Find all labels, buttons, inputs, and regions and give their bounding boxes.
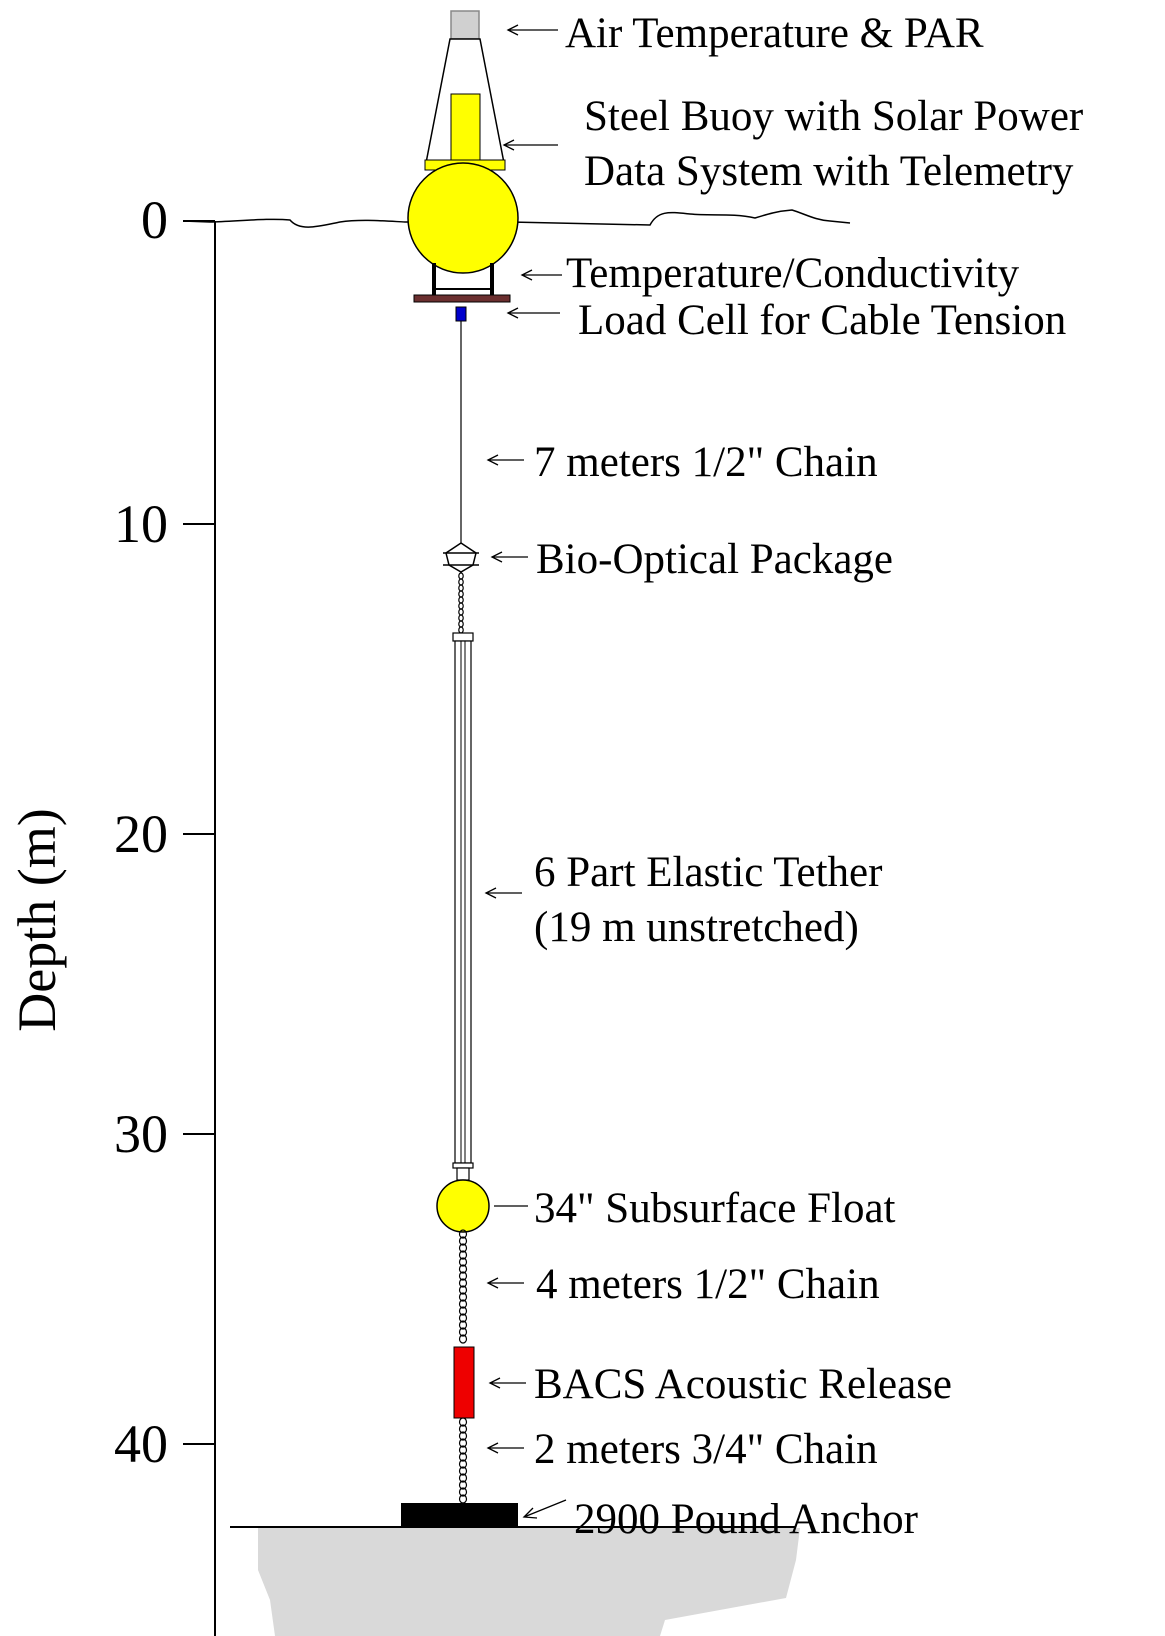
label-tether-line1: 6 Part Elastic Tether <box>534 849 882 896</box>
chain-link <box>458 590 464 598</box>
arrow-release <box>488 1377 526 1389</box>
bridle-platform <box>413 294 511 303</box>
tick-label-0: 0 <box>141 190 168 250</box>
tick-label-20: 20 <box>114 804 168 864</box>
arrow-chain-2m <box>486 1442 524 1454</box>
arrow-air-temp <box>506 24 558 36</box>
chain-link <box>458 614 464 622</box>
arrow-chain-7m <box>486 454 524 466</box>
chain-link <box>458 1306 468 1316</box>
arrow-chain-4m <box>486 1277 524 1289</box>
label-buoy-line1: Steel Buoy with Solar Power <box>584 93 1083 140</box>
seafloor <box>258 1528 800 1636</box>
chain-link <box>458 1236 468 1246</box>
chain-link <box>458 1327 468 1337</box>
chain-4m-links <box>458 1229 468 1344</box>
chain-link <box>458 1299 468 1309</box>
label-bio-optical: Bio-Optical Package <box>536 536 893 583</box>
acoustic-release <box>453 1346 475 1419</box>
arrow-load-cell <box>506 307 560 319</box>
anchor-block <box>401 1503 518 1527</box>
chain-link <box>458 1473 468 1483</box>
chain-link <box>458 1271 468 1281</box>
leader-arrows <box>484 24 567 1519</box>
chain-link <box>458 1424 468 1434</box>
elastic-tether <box>452 632 474 1181</box>
air-temp-sensor <box>450 10 480 40</box>
arrow-temp-cond <box>520 269 562 281</box>
tick-label-30: 30 <box>114 1104 168 1164</box>
label-chain-4m: 4 meters 1/2" Chain <box>536 1261 880 1308</box>
label-chain-7m: 7 meters 1/2" Chain <box>534 439 878 486</box>
bio-optical-package <box>443 542 479 573</box>
chain-link <box>458 1285 468 1295</box>
chain-link <box>458 1264 468 1274</box>
sea-surface-line <box>182 209 851 228</box>
chain-2m-links <box>458 1417 468 1504</box>
load-cell <box>455 306 467 322</box>
chain-link <box>458 1229 468 1239</box>
chain-link <box>458 620 464 628</box>
chain-link <box>458 1278 468 1288</box>
chain-link <box>458 1459 468 1469</box>
chain-link <box>458 1438 468 1448</box>
chain-link <box>458 1431 468 1441</box>
chain-link <box>458 1320 468 1330</box>
chain-link <box>458 1257 468 1267</box>
chain-link <box>458 1480 468 1490</box>
depth-ticks: 0 10 20 30 40 <box>114 190 215 1474</box>
chain-link <box>458 1417 468 1427</box>
chain-link <box>458 584 464 592</box>
subsurface-float <box>436 1179 490 1233</box>
arrow-buoy <box>502 139 558 151</box>
chain-upper-links <box>458 572 464 634</box>
tick-label-10: 10 <box>114 494 168 554</box>
chain-link <box>458 602 464 610</box>
label-release: BACS Acoustic Release <box>534 1361 952 1408</box>
tick-label-40: 40 <box>114 1414 168 1474</box>
arrow-tether <box>484 887 522 899</box>
chain-link <box>458 626 464 634</box>
steel-buoy <box>407 162 519 274</box>
label-tether-line2: (19 m unstretched) <box>534 904 859 951</box>
chain-link <box>458 1243 468 1253</box>
chain-link <box>458 1313 468 1323</box>
chain-link <box>458 1452 468 1462</box>
chain-link <box>458 1445 468 1455</box>
label-chain-2m: 2 meters 3/4" Chain <box>534 1426 878 1473</box>
depth-axis-title: Depth (m) <box>7 808 67 1031</box>
chain-link <box>458 578 464 586</box>
solar-panel <box>450 93 481 163</box>
chain-link <box>458 1487 468 1497</box>
chain-link <box>458 1250 468 1260</box>
label-temp-cond: Temperature/Conductivity <box>566 250 1020 297</box>
chain-link <box>458 1466 468 1476</box>
chain-link <box>458 608 464 616</box>
label-load-cell: Load Cell for Cable Tension <box>578 297 1066 344</box>
label-air-temp: Air Temperature & PAR <box>565 10 984 57</box>
label-anchor: 2900 Pound Anchor <box>574 1496 918 1543</box>
label-float: 34" Subsurface Float <box>534 1185 896 1232</box>
arrow-bio-optical <box>490 551 528 563</box>
chain-link <box>458 1292 468 1302</box>
label-buoy-line2: Data System with Telemetry <box>584 148 1074 195</box>
chain-link <box>458 572 464 580</box>
arrow-anchor <box>522 1499 567 1519</box>
chain-link <box>458 596 464 604</box>
chain-link <box>458 1334 468 1344</box>
